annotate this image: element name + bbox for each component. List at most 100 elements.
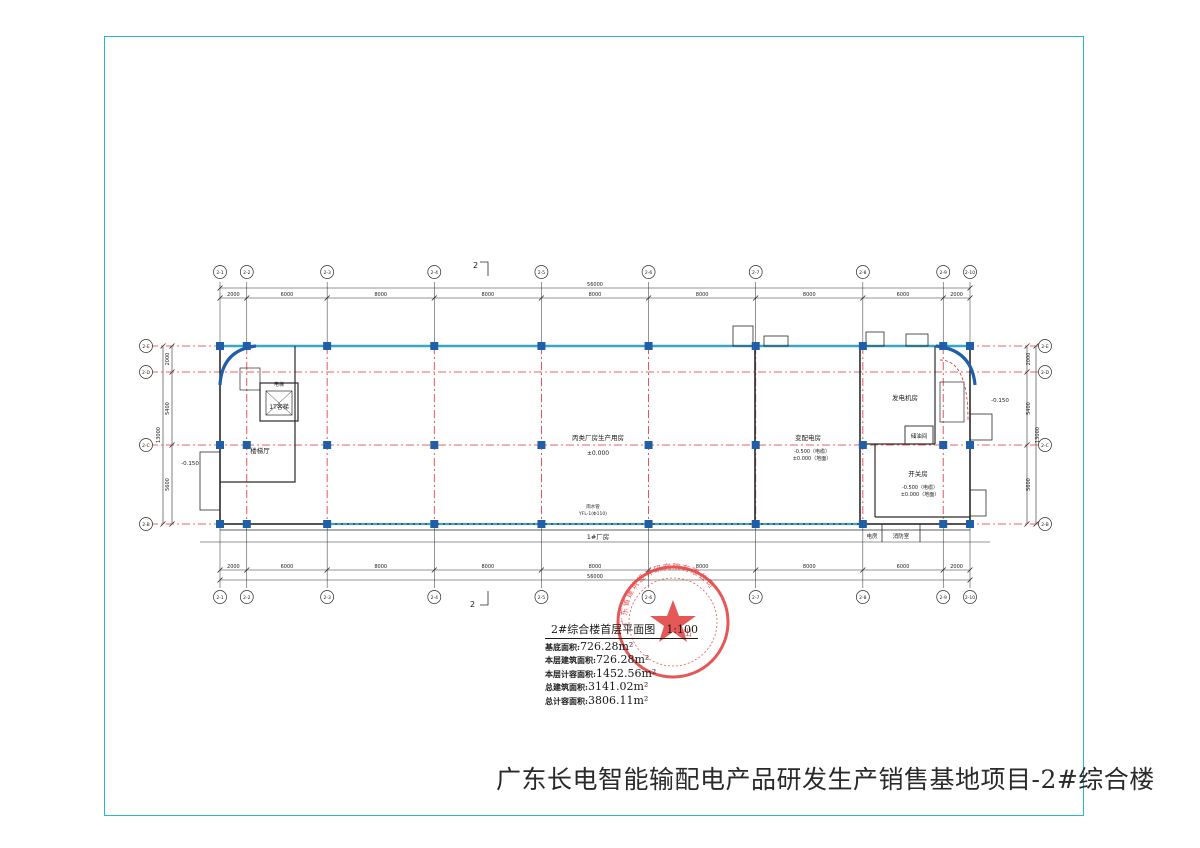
column-grid-bubble: [936, 265, 951, 279]
label-lobby: 楼梯厅: [250, 446, 270, 455]
column-grid-label: 2-10: [965, 595, 975, 601]
structural-column: [216, 441, 224, 449]
structural-column: [858, 520, 867, 528]
row-grid-label: 2-B: [142, 522, 149, 528]
structural-column: [644, 342, 653, 350]
stat-value: 1452.56m²: [595, 666, 657, 680]
structural-column: [216, 520, 224, 528]
lobby-partition: [220, 346, 296, 483]
structural-column: [323, 520, 332, 528]
row-grid-label: 2-D: [142, 370, 150, 376]
stat-label: 总建筑面积:: [545, 682, 588, 692]
column-grid-bubble: [213, 590, 227, 604]
column-grid-label: 2-2: [243, 270, 250, 276]
stat-label: 基底面积:: [545, 641, 580, 652]
dimension-text: 8000: [481, 292, 494, 298]
section-mark-bottom-bracket: [480, 591, 489, 606]
dimension-text: 8000: [589, 292, 602, 298]
structural-column: [644, 520, 653, 528]
dimension-total-text: 56000: [587, 282, 603, 288]
column-grid-label: 2-9: [940, 595, 947, 601]
dimension-text: 2000: [227, 292, 240, 298]
row-grid-bubble: [139, 365, 153, 379]
row-grid-label: 2-D: [1041, 370, 1049, 376]
column-grid-bubble: [856, 590, 870, 604]
row-grid-bubble: [139, 339, 153, 353]
row-grid-bubble: [1038, 339, 1052, 353]
label-factory: 1#厂房: [587, 532, 610, 541]
structural-column: [430, 342, 439, 350]
stat-row: 基底面积:726.28m²: [545, 639, 698, 655]
section-mark-top-bracket: [480, 261, 489, 276]
label-exit-level-left: -0.150: [181, 461, 199, 467]
section-marks: 2 2: [470, 261, 489, 609]
drawing-sheet-border: [104, 36, 1084, 816]
column-grid-bubble: [963, 590, 977, 604]
column-grid-label: 2-3: [323, 595, 330, 601]
column-grid-bubble: [641, 265, 656, 279]
column-grid-bubble: [856, 265, 870, 279]
column-grid-bubble: [963, 265, 977, 279]
structural-column: [966, 520, 974, 528]
side-dimension-total-text: 13000: [1035, 427, 1041, 443]
stat-value: 3806.11m²: [587, 693, 649, 707]
column-grid-bubble: [748, 265, 763, 279]
side-dimension-text: 2000: [1026, 353, 1032, 366]
label-substation-level-1: -0.500（电缆）: [794, 448, 830, 455]
elevator-cross-b: [265, 390, 293, 416]
plan-scale: 1:100: [666, 623, 699, 636]
oil-room-box: [904, 425, 934, 445]
dimension-text: 6000: [897, 564, 910, 570]
stat-value: 726.28m²: [579, 639, 634, 653]
side-dimension-text: 5400: [1026, 402, 1032, 415]
structural-column: [537, 342, 546, 350]
column-grid-bubble: [936, 590, 951, 604]
west-entrance-canopy: [199, 451, 221, 511]
structural-column: [858, 342, 867, 350]
structural-column: [242, 441, 251, 449]
column-grid-label: 2-5: [538, 270, 545, 276]
north-door-c: [865, 331, 885, 347]
label-workshop-level: ±0.000: [587, 450, 609, 457]
stat-value: 3141.02m²: [587, 680, 649, 693]
row-grid-label: 2-C: [142, 443, 150, 449]
dimension-text: 8000: [696, 564, 709, 570]
dimension-text: 2000: [950, 564, 963, 570]
row-grid-label: 2-E: [1041, 344, 1048, 350]
north-door-a: [732, 325, 754, 347]
label-switch-level-2: ±0.000（地面）: [901, 491, 940, 498]
row-grid-bubble: [139, 438, 153, 452]
label-oil-room: 储油间: [911, 432, 928, 440]
structural-column: [644, 441, 653, 449]
label-canopy: 雨水管: [586, 503, 600, 510]
structural-column: [751, 520, 760, 528]
side-dimension-text: 2000: [165, 353, 171, 366]
label-fire-control: 消防室: [893, 532, 910, 540]
dimension-text: 8000: [374, 564, 387, 570]
stat-row: 总建筑面积:3141.02m²: [545, 680, 698, 695]
room-labels: 丙类厂房生产用房 ±0.000 楼梯厅 1T客梯 电梯 变配电房 -0.500（…: [181, 381, 1009, 541]
structural-column: [966, 441, 974, 449]
column-grid-bubble: [239, 265, 254, 279]
column-grid-label: 2-8: [859, 270, 866, 276]
sheet-title: 广东长电智能输配电产品研发生产销售基地项目-2#综合楼: [496, 765, 1155, 794]
row-grid-bubble: [1038, 438, 1052, 452]
dimension-text: 6000: [281, 564, 294, 570]
structural-column: [216, 342, 224, 350]
column-grid-label: 2-1: [216, 270, 223, 276]
side-dimension-text: 5400: [165, 402, 171, 415]
column-grid-label: 2-10: [965, 270, 975, 276]
structural-column: [858, 441, 867, 449]
building-walls: [199, 325, 993, 543]
east-door-canopy: [969, 489, 987, 517]
area-statistics: 2#综合楼首层平面图 1:100 基底面积:726.28m² 本层建筑面积:72…: [545, 622, 699, 708]
stair-right: [939, 381, 965, 423]
column-grid-bubble: [213, 265, 227, 279]
structural-column: [242, 520, 251, 528]
elevator-car: [265, 390, 293, 416]
column-grid-bubble: [748, 590, 763, 604]
structural-column: [430, 520, 439, 528]
structural-column: [242, 342, 251, 350]
